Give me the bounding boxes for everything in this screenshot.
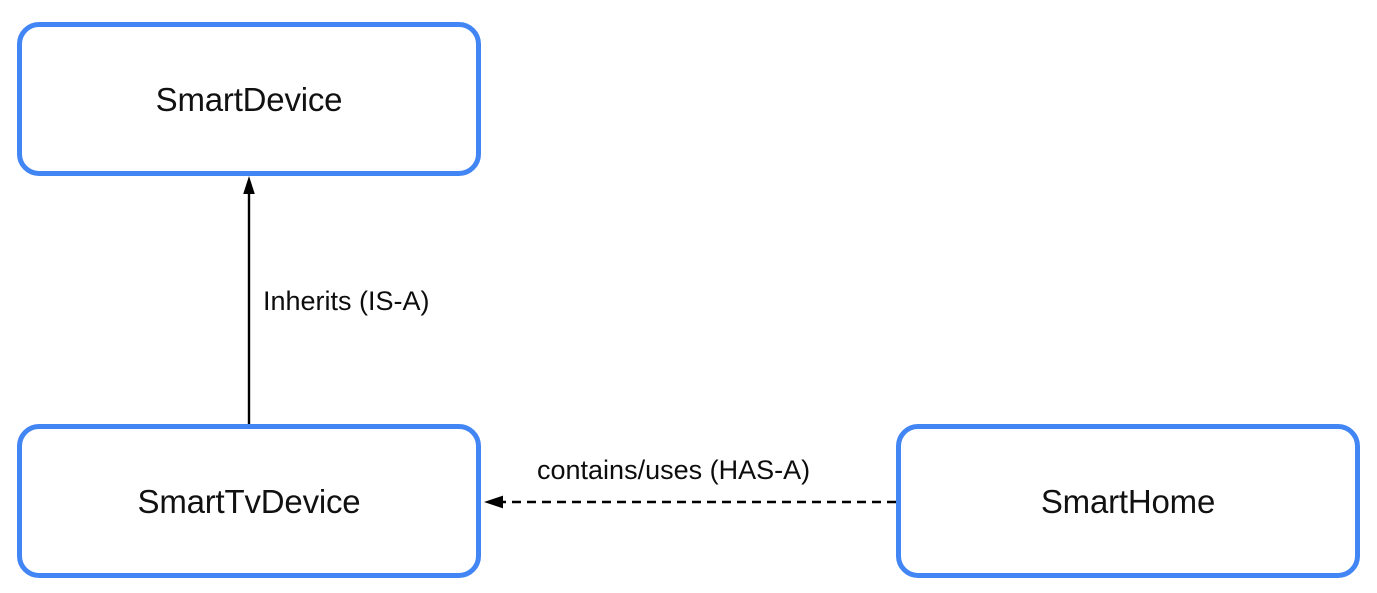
- edge-inherits-arrowhead: [243, 176, 255, 194]
- edge-label-contains: contains/uses (HAS-A): [537, 455, 811, 485]
- class-node-smarttvdevice[interactable]: SmartTvDevice: [17, 424, 481, 578]
- edge-label-inherits: Inherits (IS-A): [263, 286, 430, 316]
- class-node-smartdevice[interactable]: SmartDevice: [17, 22, 481, 176]
- edge-contains: [484, 495, 896, 509]
- edge-contains-arrowhead: [484, 495, 503, 509]
- class-node-label: SmartDevice: [155, 80, 343, 118]
- class-node-smarthome[interactable]: SmartHome: [896, 424, 1360, 578]
- edge-inherits: [243, 176, 255, 424]
- class-node-label: SmartHome: [1040, 482, 1216, 520]
- class-node-label: SmartTvDevice: [137, 482, 361, 520]
